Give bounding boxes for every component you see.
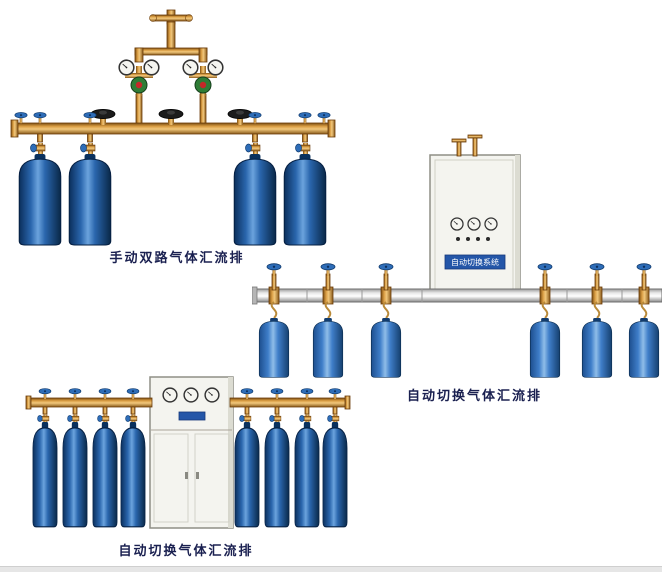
cylinder-valve-icon	[80, 142, 96, 155]
gas-cylinder	[92, 422, 118, 528]
page-bottom-edge	[0, 566, 662, 572]
auto-switch-manifold-illustration: 自动切换系统	[251, 134, 662, 378]
auto-switch-manifold-2-illustration	[25, 376, 351, 529]
panel-knob	[456, 237, 460, 241]
pressure-gauge-icon	[162, 387, 178, 403]
gas-cylinder	[264, 422, 290, 528]
control-cabinet: 自动切换系统	[429, 154, 521, 302]
station-valve-handwheel-icon	[320, 263, 336, 276]
gas-cylinder	[581, 318, 613, 378]
gas-cylinder	[62, 422, 88, 528]
gas-cylinder	[18, 154, 62, 246]
station-valve-handwheel-icon	[98, 388, 112, 399]
pigtail-hose	[593, 301, 601, 319]
product-caption-2: 自动切换气体汇流排	[406, 389, 542, 404]
product-image-manual-dual-manifold	[8, 8, 348, 250]
panel-knob	[486, 237, 490, 241]
door-handle	[196, 472, 199, 479]
pressure-gauge-icon	[484, 217, 498, 231]
elbow-left	[134, 47, 144, 63]
gas-cylinder	[370, 318, 402, 378]
product-caption-3: 自动切换气体汇流排	[118, 544, 254, 559]
cabinet-label-plate	[444, 254, 506, 270]
manifold-pipe	[251, 286, 662, 305]
door-handle	[185, 472, 188, 479]
station-valve-handwheel-icon	[636, 263, 652, 276]
panel-knob	[476, 237, 480, 241]
gas-cylinder	[68, 154, 112, 246]
station-valve-handwheel-icon	[270, 388, 284, 399]
manual-dual-manifold-illustration	[10, 9, 336, 246]
pigtail-hose	[640, 301, 648, 319]
header-pipe	[134, 47, 208, 56]
control-cabinet	[149, 376, 234, 529]
pressure-gauge-icon	[450, 217, 464, 231]
pressure-regulator	[119, 60, 159, 96]
manifold-stations	[37, 388, 342, 424]
product-image-auto-switch-manifold: 自动切换系统	[251, 134, 662, 380]
station-valve-handwheel-icon	[589, 263, 605, 276]
product-caption-1: 手动双路气体汇流排	[109, 251, 245, 266]
elbow-right	[198, 47, 208, 63]
blue-valve-cap-icon	[83, 111, 97, 124]
drop-pipe-left	[135, 93, 143, 126]
station-valve-handwheel-icon	[68, 388, 82, 399]
pressure-gauge-icon	[204, 387, 220, 403]
blue-valve-cap-icon	[248, 111, 262, 124]
pigtail-hose	[270, 301, 278, 319]
blue-valve-cap-icon	[33, 111, 47, 124]
station-valve-handwheel-icon	[266, 263, 282, 276]
station-valve-handwheel-icon	[38, 388, 52, 399]
center-riser-pipe	[166, 21, 176, 51]
gas-cylinder	[294, 422, 320, 528]
gas-cylinder	[628, 318, 660, 378]
pressure-regulator	[183, 60, 223, 96]
station-valve-handwheel-icon	[126, 388, 140, 399]
pressure-gauge-icon	[467, 217, 481, 231]
gas-cylinder	[529, 318, 561, 378]
blue-valve-cap-icon	[298, 111, 312, 124]
pigtail-hose	[324, 301, 332, 319]
cylinder-connections	[30, 133, 311, 155]
manifold-stations	[266, 263, 652, 319]
station-valve-handwheel-icon	[240, 388, 254, 399]
gas-cylinder	[32, 422, 58, 528]
station-valve-handwheel-icon	[328, 388, 342, 399]
station-valve-handwheel-icon	[537, 263, 553, 276]
product-image-auto-switch-manifold-2	[15, 368, 360, 548]
gas-cylinder	[120, 422, 146, 528]
cabinet-door-right	[194, 433, 230, 523]
gas-cylinder	[234, 422, 260, 528]
manifold-pipes	[25, 395, 351, 410]
panel-knob	[466, 237, 470, 241]
cabinet-label-plate	[178, 411, 206, 421]
pressure-gauge-icon	[183, 387, 199, 403]
inlet-tee	[149, 9, 193, 25]
cabinet-label: 自动切换系统	[451, 257, 499, 267]
cylinder-valve-icon	[30, 142, 46, 155]
gas-cylinder	[322, 422, 348, 528]
cabinet-inlet-valves	[451, 134, 483, 157]
pigtail-hose	[382, 301, 390, 319]
station-valve-handwheel-icon	[300, 388, 314, 399]
drop-pipe-right	[199, 93, 207, 126]
station-valve-handwheel-icon	[378, 263, 394, 276]
pigtail-hose	[541, 301, 549, 319]
